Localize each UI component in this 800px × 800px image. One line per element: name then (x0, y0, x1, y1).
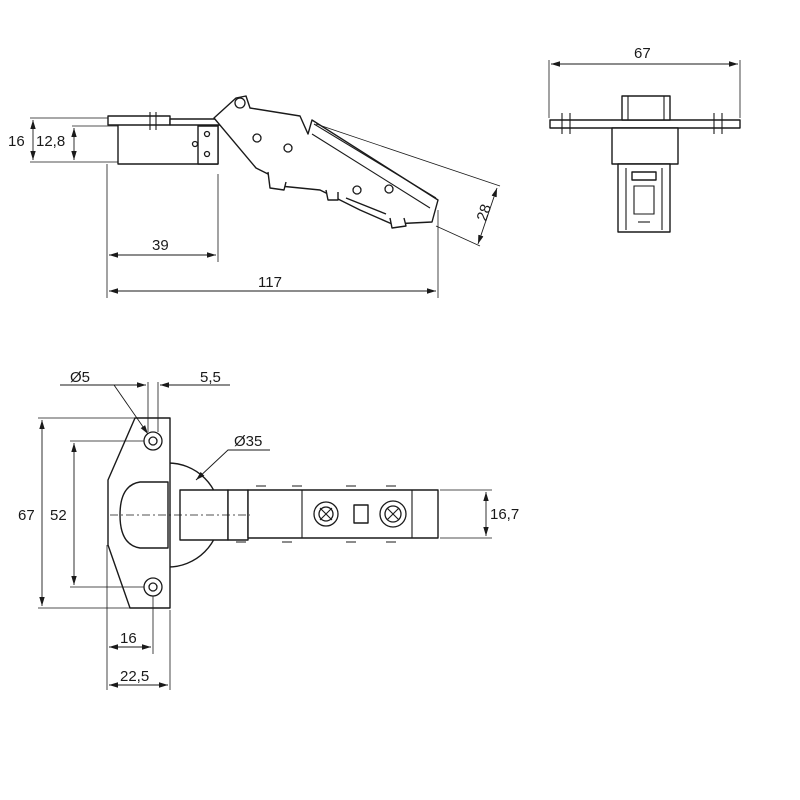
end-view: 67 (548, 45, 741, 233)
dim-plate-width: 67 (548, 45, 741, 118)
dim-hole-diameter: Ø5 5,5 (60, 369, 230, 435)
dim-label-overall-length: 117 (258, 274, 282, 291)
dim-height-cup: 12,8 (36, 125, 118, 160)
adjust-screw-2 (379, 500, 407, 528)
dim-label-height-total: 16 (8, 133, 25, 150)
dim-label-hole-offset: 5,5 (200, 369, 221, 386)
side-cup-body (107, 112, 221, 165)
dim-label-cup-center: 16 (120, 630, 137, 647)
dim-edge-distance: 22,5 (109, 610, 171, 690)
dim-cup-center: 16 (106, 545, 154, 690)
dim-label-arm-height: 28 (474, 202, 495, 223)
dim-label-cup-offset: 39 (152, 237, 169, 254)
top-view: Ø5 5,5 Ø35 67 52 16,7 16 (18, 369, 519, 690)
dim-arm-height: 28 (315, 123, 501, 247)
adjust-slot (353, 504, 369, 524)
arm-body (247, 489, 439, 539)
arm-neck (179, 489, 229, 541)
dim-plate-height: 67 (18, 417, 135, 609)
dim-overall-length: 117 (109, 210, 439, 298)
dim-label-hole-diameter: Ø5 (70, 369, 90, 386)
dim-label-cup-diameter: Ø35 (234, 433, 262, 450)
dim-label-plate-height: 67 (18, 507, 35, 524)
dim-cup-diameter: Ø35 (195, 433, 270, 481)
dim-arm-width: 16,7 (440, 489, 519, 539)
dim-height-total: 16 (8, 117, 118, 163)
dim-label-arm-width: 16,7 (490, 506, 519, 523)
side-view: 16 12,8 39 117 28 (8, 95, 501, 298)
dim-label-edge-distance: 22,5 (120, 668, 149, 685)
adjust-screw-1 (313, 501, 339, 527)
dim-label-hole-spacing: 52 (50, 507, 67, 524)
dim-hole-spacing: 52 (50, 440, 144, 588)
side-hinge-arm (213, 95, 439, 229)
dim-label-height-cup: 12,8 (36, 133, 65, 150)
dim-label-plate-width: 67 (634, 45, 651, 62)
dim-cup-offset: 39 (106, 164, 219, 298)
